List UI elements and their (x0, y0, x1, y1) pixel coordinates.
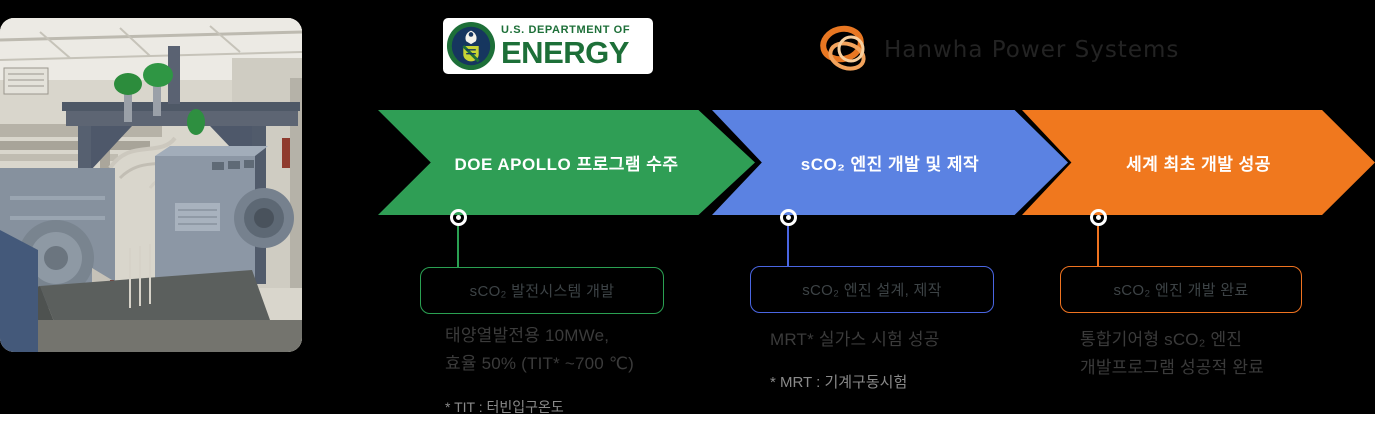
step-description-3-line2: 개발프로그램 성공적 완료 (1080, 358, 1265, 377)
step-description-2: MRT* 실가스 시험 성공 (770, 326, 940, 354)
bullseye-dot-3 (1096, 215, 1101, 220)
doe-line2: ENERGY (501, 34, 629, 70)
step-arrow-1-label: DOE APOLLO 프로그램 수주 (454, 155, 679, 174)
step-description-1-line2: 효율 50% (TIT* ~700 ℃) (445, 354, 635, 373)
step-box-1: sCO₂ 발전시스템 개발 (420, 267, 664, 314)
footnote-tit: * TIT : 터빈입구온도 (445, 399, 564, 415)
bottom-white-strip (0, 414, 1375, 422)
bullseye-dot-2 (786, 215, 791, 220)
connector-line-2 (787, 226, 789, 267)
bullseye-marker-1 (450, 209, 467, 226)
hanwha-mark-icon (820, 25, 866, 71)
step-box-1-label: sCO₂ 발전시스템 개발 (469, 283, 615, 300)
step-arrow-2-label: sCO₂ 엔진 개발 및 제작 (800, 155, 980, 174)
bullseye-dot-1 (456, 215, 461, 220)
step-arrow-3: 세계 최초 개발 성공 (1022, 110, 1375, 215)
facility-photo (0, 18, 302, 352)
step-box-3: sCO₂ 엔진 개발 완료 (1060, 266, 1302, 313)
step-arrow-1: DOE APOLLO 프로그램 수주 (378, 110, 755, 215)
hanwha-wordmark: Hanwha Power Systems (884, 37, 1180, 63)
step-description-3: 통합기어형 sCO₂ 엔진 개발프로그램 성공적 완료 (1080, 326, 1264, 382)
step-description-1-line1: 태양열발전용 10MWe, (445, 326, 610, 345)
step-arrow-2: sCO₂ 엔진 개발 및 제작 (712, 110, 1068, 215)
step-box-2: sCO₂ 엔진 설계, 제작 (750, 266, 994, 313)
doe-line1: U.S. DEPARTMENT OF (501, 23, 631, 36)
step-arrow-3-label: 세계 최초 개발 성공 (1126, 155, 1271, 174)
bullseye-marker-3 (1090, 209, 1107, 226)
step-description-3-line1: 통합기어형 sCO₂ 엔진 (1080, 330, 1243, 349)
footnote-mrt: * MRT : 기계구동시험 (770, 374, 908, 391)
connector-line-3 (1097, 226, 1099, 267)
step-description-2-line1: MRT* 실가스 시험 성공 (770, 330, 940, 349)
hanwha-logo: Hanwha Power Systems (818, 22, 1179, 78)
step-box-3-label: sCO₂ 엔진 개발 완료 (1113, 282, 1249, 299)
facility-photo-illustration (0, 18, 302, 352)
doe-logo: U.S. DEPARTMENT OF ENERGY (443, 18, 653, 74)
step-description-1: 태양열발전용 10MWe, 효율 50% (TIT* ~700 ℃) (445, 322, 634, 378)
doe-seal-icon (446, 21, 496, 71)
connector-line-1 (457, 226, 459, 267)
bullseye-marker-2 (780, 209, 797, 226)
step-box-2-label: sCO₂ 엔진 설계, 제작 (802, 282, 942, 299)
